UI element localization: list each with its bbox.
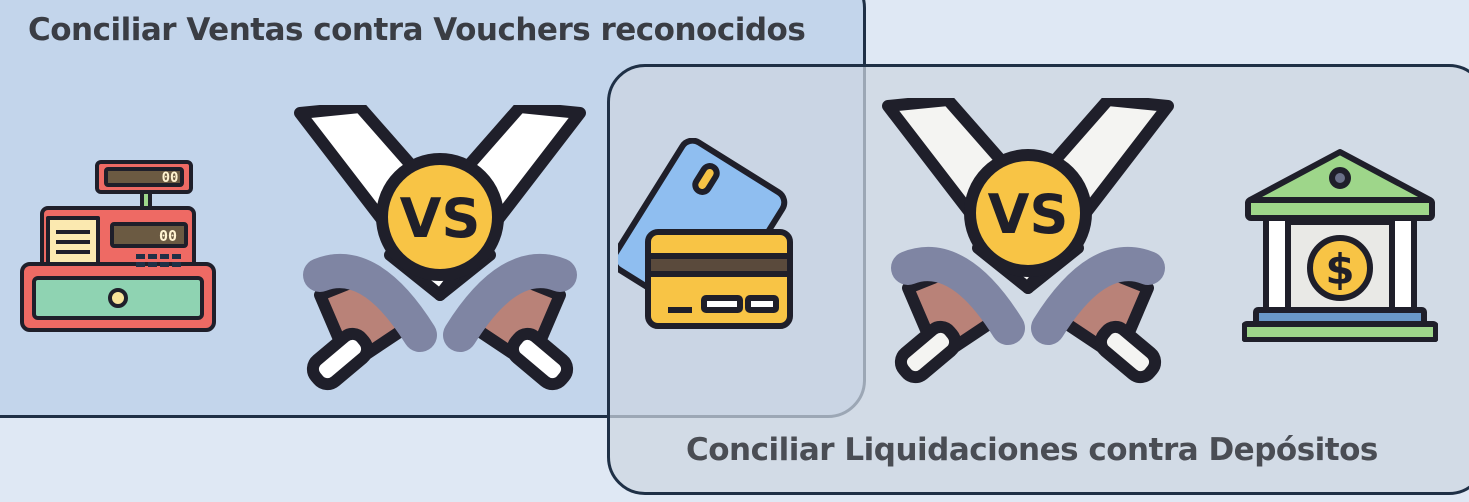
bank-icon: $ (1242, 149, 1438, 342)
bank-dollar-symbol: $ (1325, 245, 1354, 294)
register-main-display: 00 (159, 227, 177, 245)
crossed-swords-vs-icon: VS (294, 105, 586, 391)
region-settlements-vs-deposits-title: Conciliar Liquidaciones contra Depósitos (686, 432, 1378, 468)
vs-badge-text: VS (400, 187, 481, 250)
credit-cards-icon (618, 138, 793, 329)
region-sales-vs-vouchers-title: Conciliar Ventas contra Vouchers reconoc… (28, 12, 806, 48)
vs-badge-text: VS (988, 183, 1069, 246)
cash-register-icon: 00 00 (20, 160, 216, 332)
crossed-swords-vs-icon: VS (882, 98, 1174, 384)
register-top-display: 00 (162, 170, 179, 186)
